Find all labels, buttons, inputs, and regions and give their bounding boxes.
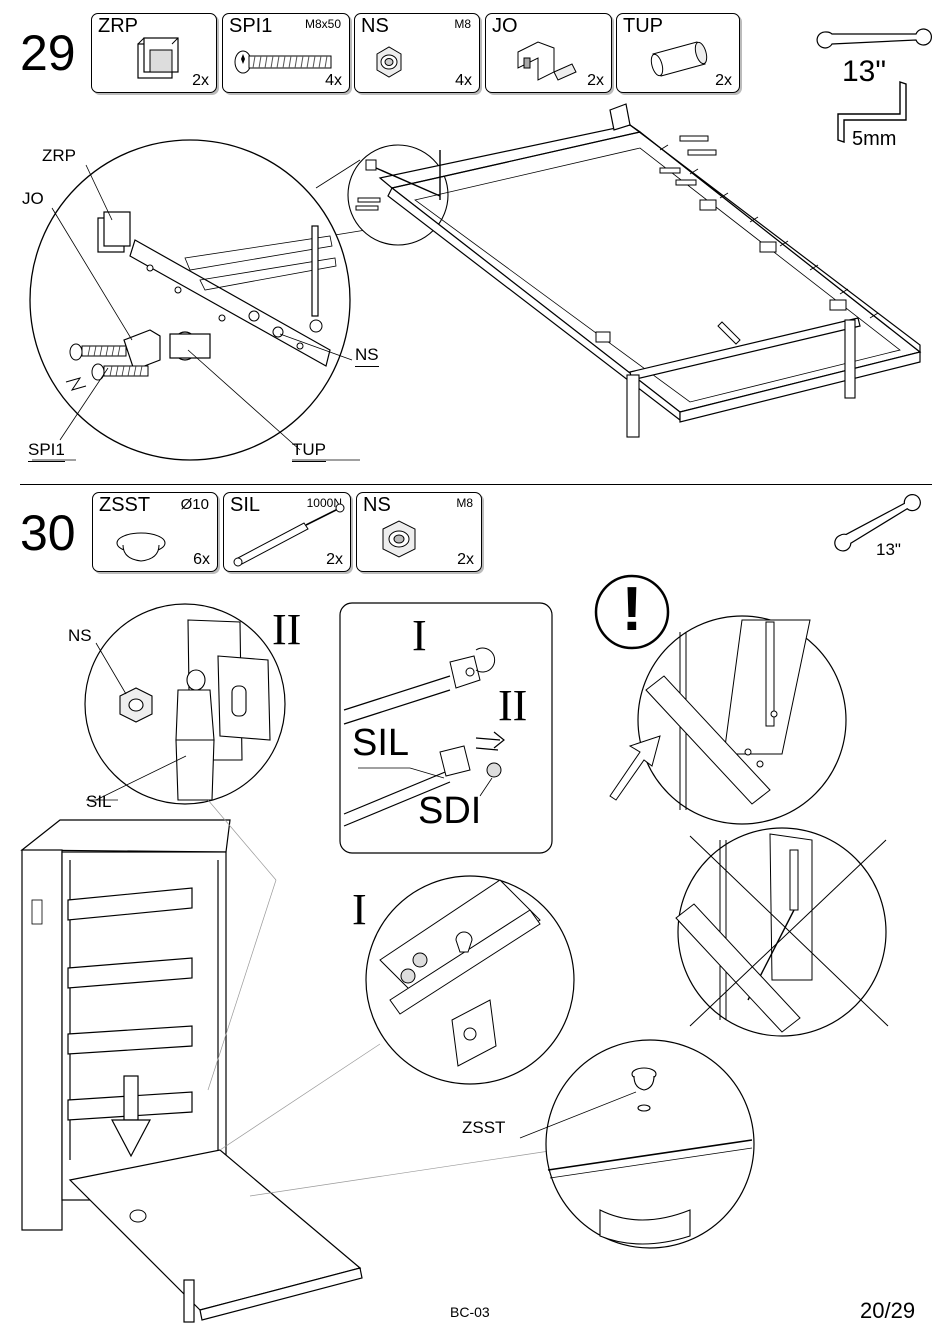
detail-label-ii: II [272, 604, 301, 655]
warning-icon: ! [617, 574, 647, 645]
inset-label-i: I [412, 610, 427, 661]
callout-zsst: ZSST [462, 1118, 505, 1138]
document-code: BC-03 [450, 1304, 490, 1320]
page-number: 20/29 [860, 1298, 915, 1324]
inset-label-sil: SIL [352, 722, 409, 765]
inset-label-ii: II [498, 680, 527, 731]
detail-label-i: I [352, 884, 367, 935]
inset-label-sdi: SDI [418, 790, 481, 833]
callout-sil-30: SIL [86, 792, 112, 812]
callout-ns-30: NS [68, 626, 92, 646]
